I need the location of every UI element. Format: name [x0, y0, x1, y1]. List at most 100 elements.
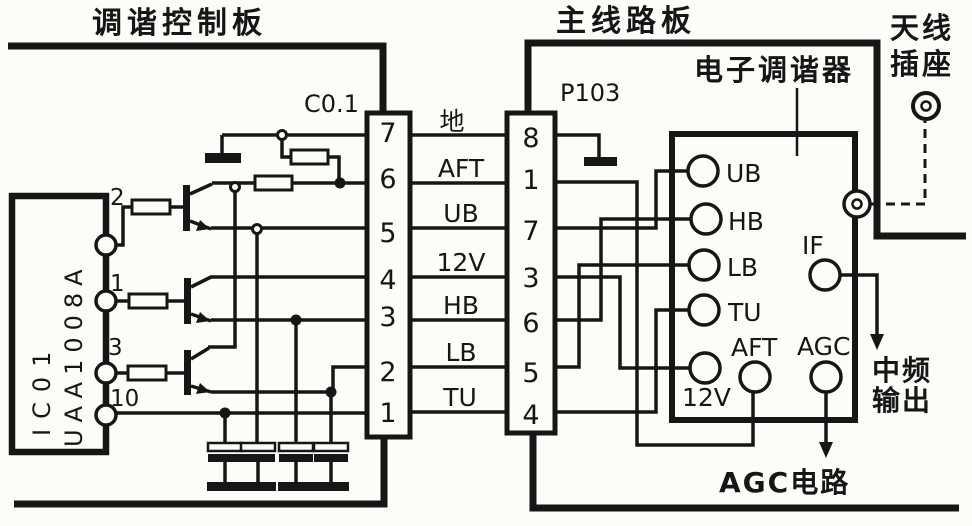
control-board-outline	[8, 42, 388, 508]
tuner-terminal-12v-label: 12V	[682, 383, 731, 412]
signal-label-aft: AFT	[438, 154, 485, 183]
agc-output-arrow	[819, 442, 833, 458]
capacitor-1	[206, 441, 244, 491]
ic01-body	[8, 192, 110, 456]
main-board-top-edge	[524, 39, 966, 240]
capacitor-1-ground	[207, 482, 243, 491]
capacitor-4-bottom-plate	[314, 454, 348, 462]
resistor-base-t1	[130, 198, 172, 216]
tuner-terminal-lb	[687, 248, 721, 282]
c01-pin-2: 2	[379, 357, 396, 388]
ic01-block: IC01 UAA1008A 2 1 3 10	[8, 185, 184, 456]
control-board-title: 调谐控制板	[92, 6, 267, 41]
transistor-2-base-bar	[184, 278, 191, 324]
ic01-pin1-terminal	[94, 289, 118, 313]
transistor-1-base-bar	[183, 185, 190, 231]
resistor-base-t3	[126, 364, 168, 382]
wire-tap-to-aft	[328, 155, 341, 183]
transistor-3-collector	[190, 346, 210, 361]
transistor-1	[183, 182, 213, 231]
tuner-title: 电子调谐器	[694, 53, 854, 87]
p103-pin-4: 4	[522, 400, 539, 431]
tuner-terminal-hb	[689, 202, 723, 236]
capacitor-bank	[206, 441, 350, 491]
wire-ic-pin2	[116, 205, 132, 247]
capacitor-2-bottom-plate	[241, 454, 275, 462]
transistor-3-emitter-arrow	[196, 383, 210, 394]
capacitor-3-top-plate	[277, 441, 315, 453]
if-output-arrow	[870, 334, 884, 350]
wire-tu-right	[555, 308, 691, 414]
connector-p103: P103 8 1 7 3 6 5 4	[504, 79, 620, 436]
p103-pin-8: 8	[522, 123, 539, 154]
wire-if-output	[840, 273, 879, 338]
capacitor-4-ground	[313, 482, 349, 491]
control-board-wiring	[114, 133, 367, 443]
antenna-socket-inner	[920, 100, 932, 112]
capacitor-3-bottom-plate	[279, 454, 313, 462]
main-board-outline	[524, 39, 966, 512]
junction-aft-riser	[229, 181, 241, 193]
transistor-1-collector	[189, 182, 213, 196]
tuner-terminal-ub-label: UB	[726, 159, 761, 188]
harness-signal-labels: 地 AFT UB 12V HB LB TU	[437, 107, 486, 412]
wire-t3-collector-riser	[208, 187, 237, 349]
wire-aft-right	[555, 180, 755, 447]
transistor-2-emitter-arrow	[196, 312, 210, 323]
signal-label-tu: TU	[442, 383, 477, 412]
if-output	[840, 273, 884, 350]
main-board-wiring	[555, 133, 755, 447]
transistor-1-emitter-arrow	[196, 220, 210, 231]
tuner-terminal-aft	[738, 360, 772, 394]
antenna-title-line2: 插座	[890, 47, 954, 81]
tuner-terminal-tu	[687, 293, 721, 327]
capacitor-3-ground	[278, 482, 314, 491]
wire-gnd-right	[555, 133, 601, 157]
ic01-pin10-number: 10	[110, 386, 139, 412]
junctions	[219, 129, 346, 419]
main-board-bottom-edge	[529, 433, 959, 512]
c01-pin-4: 4	[379, 265, 396, 296]
tuner-terminal-lb-label: LB	[727, 253, 758, 282]
antenna-cable-dashed	[871, 121, 927, 206]
p103-pin-3: 3	[522, 263, 539, 294]
junction-hb	[290, 314, 302, 326]
resistors	[253, 148, 330, 192]
if-output-caption-line1: 中频	[872, 354, 932, 387]
ic01-pin3-terminal	[94, 361, 118, 385]
connector-p103-label: P103	[560, 79, 620, 107]
tuner-terminal-if-label: IF	[802, 231, 824, 260]
tuner-terminal-12v	[688, 351, 722, 385]
agc-output	[819, 392, 833, 458]
resistor-gnd-tap	[289, 148, 330, 166]
signal-label-12v: 12V	[437, 248, 486, 277]
ic01-part-label: UAA1008A	[60, 262, 88, 447]
ground-symbol-left	[205, 153, 241, 163]
capacitor-4-top-plate	[312, 441, 350, 453]
transistor-2-collector	[190, 275, 212, 289]
connector-c01-label: C0.1	[304, 90, 359, 118]
tuner-terminal-tu-label: TU	[727, 298, 762, 327]
connector-p103-body	[504, 110, 558, 436]
signal-label-hb: HB	[443, 291, 479, 320]
junction-gnd-tap	[276, 129, 288, 141]
tuner-terminal-aft-label: AFT	[731, 333, 778, 362]
resistor-aft-line	[253, 174, 294, 192]
ic01-pin1-number: 1	[110, 271, 125, 297]
tuner-terminal-hb-label: HB	[728, 207, 764, 236]
main-board-title: 主线路板	[556, 4, 696, 39]
junction-ub	[251, 223, 263, 235]
wire-lb-left	[211, 365, 367, 394]
connector-c01: C0.1 7 6 5 4 3 2 1	[304, 90, 413, 440]
capacitor-1-bottom-plate	[208, 454, 242, 462]
c01-pin-3: 3	[379, 302, 396, 333]
tuner-terminal-agc	[809, 360, 843, 394]
ic01-pin3-number: 3	[108, 335, 123, 361]
tuner-antenna-input-inner	[851, 198, 863, 210]
junction-tu	[219, 407, 231, 419]
connector-c01-body	[364, 110, 413, 440]
control-board-top-edge	[8, 42, 387, 113]
p103-pin-1: 1	[522, 165, 539, 196]
p103-pin-7: 7	[522, 216, 539, 247]
